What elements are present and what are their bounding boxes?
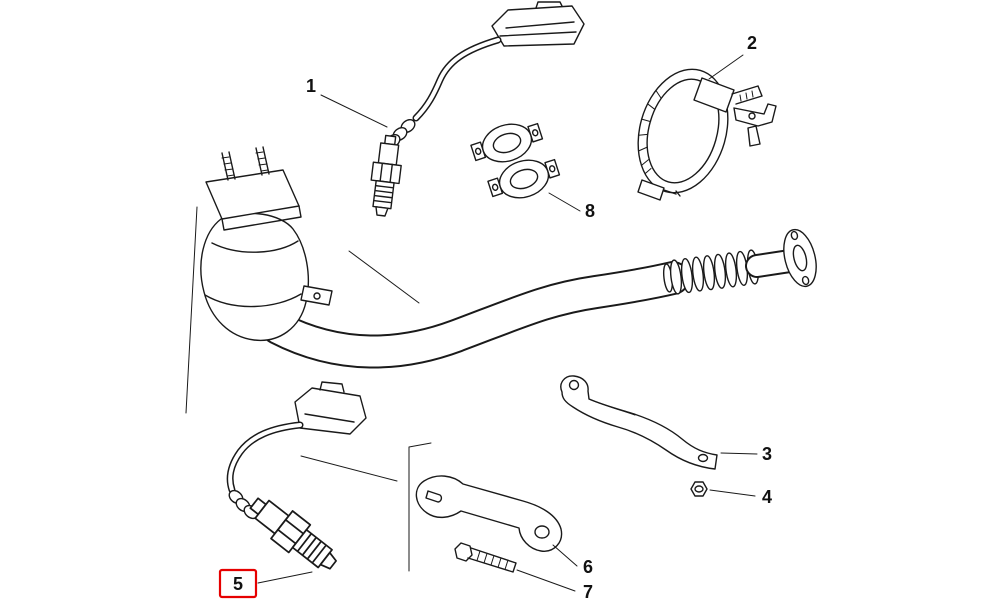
- sensor-body: [366, 133, 406, 218]
- callout-3[interactable]: 3: [762, 444, 772, 464]
- sensor-connector: [491, 1, 585, 47]
- leader-5: [257, 571, 313, 584]
- leader-6: [552, 544, 578, 567]
- band-serrations: [638, 89, 662, 175]
- sensor-body: [242, 488, 345, 580]
- leader-4: [709, 489, 756, 497]
- clamp-hook-bracket: [733, 103, 777, 147]
- callout-6[interactable]: 6: [583, 557, 593, 577]
- pipe-clamp-half-upper: [470, 122, 544, 163]
- highlight-box[interactable]: [218, 568, 258, 599]
- flange-studs: [221, 146, 270, 181]
- oxygen-sensor-upper: [366, 1, 585, 218]
- oxygen-sensor-lower: [226, 381, 367, 580]
- leader-2: [708, 54, 744, 80]
- leader-1: [320, 94, 388, 128]
- leader-8: [548, 192, 581, 212]
- converter-bracket-tab: [300, 285, 333, 306]
- exhaust-downpipe: [261, 228, 817, 369]
- worm-screw-housing: [693, 77, 763, 113]
- pipe-clamp: [470, 122, 561, 199]
- leader-3: [720, 452, 758, 455]
- catalytic-converter: [200, 146, 333, 342]
- band-clamp: [637, 68, 777, 201]
- sensor-connector: [294, 381, 367, 435]
- support-bracket: [560, 375, 718, 470]
- clamp-bottom-tab: [637, 179, 681, 201]
- callouts: 1 2 3 4 5 6 7 8: [218, 33, 772, 600]
- lever-bracket: [415, 475, 563, 552]
- callout-7[interactable]: 7: [583, 582, 593, 600]
- hex-nut: [690, 481, 708, 497]
- callout-2[interactable]: 2: [747, 33, 757, 53]
- leader-lines: [257, 54, 758, 592]
- converter-inlet-flange: [205, 169, 302, 231]
- callout-8[interactable]: 8: [585, 201, 595, 221]
- leader-7: [516, 569, 576, 592]
- hex-bolt: [454, 542, 517, 573]
- pipe-clamp-half-lower: [487, 158, 561, 199]
- callout-4[interactable]: 4: [762, 487, 772, 507]
- pipe-end-flange: [783, 228, 817, 288]
- callout-1[interactable]: 1: [306, 76, 316, 96]
- zone-lines: [185, 206, 432, 572]
- callout-5-highlighted[interactable]: 5: [233, 574, 243, 594]
